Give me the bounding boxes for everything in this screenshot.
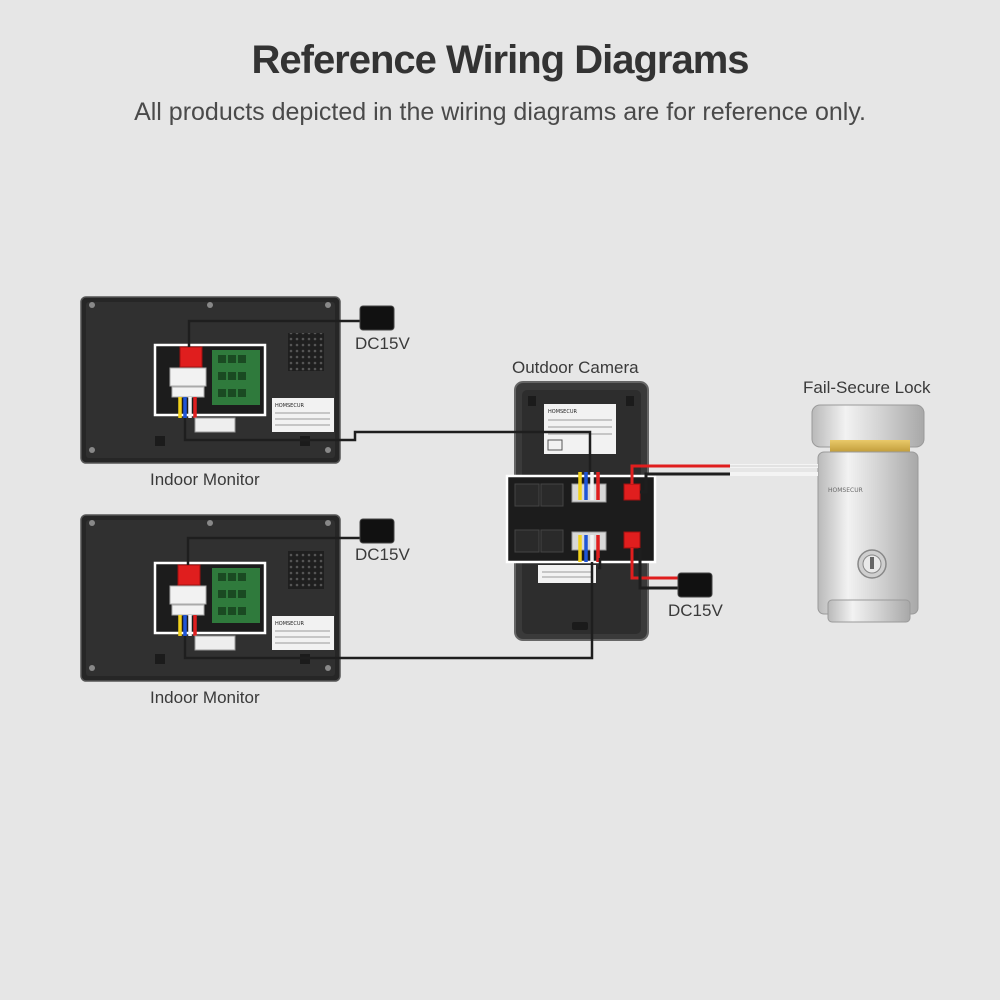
indoor-monitor-2: HOMSECUR [80,514,341,682]
speaker-grille [288,333,324,371]
power-connector [179,346,203,368]
signal-connector [169,367,207,387]
product-sticker [272,616,334,650]
screw-icon [89,302,95,308]
dc-plug-icon [359,518,395,544]
lock-wires [630,464,818,590]
screw-icon [207,302,213,308]
product-sticker [272,398,334,432]
screw-icon [89,520,95,526]
sticker-brand: HOMSECUR [548,409,577,415]
dc-plug-icon [677,572,713,598]
label-outdoor-camera: Outdoor Camera [512,358,639,377]
page-title: Reference Wiring Diagrams [251,38,749,82]
signal-wires [183,319,602,660]
screw-icon [325,520,331,526]
terminal-block-bottom [571,531,607,551]
label-indoor-monitor-1: Indoor Monitor [150,470,260,489]
screw-icon [207,520,213,526]
speaker-grille [288,551,324,589]
product-sticker [544,404,616,454]
screw-icon [325,665,331,671]
screw-icon [325,447,331,453]
dc-label-monitor-1: DC15V [355,334,410,353]
sticker-brand: HOMSECUR [275,621,304,627]
indoor-monitor-1: HOMSECUR [80,296,341,464]
page-subtitle: All products depicted in the wiring diag… [134,98,866,126]
dc-label-monitor-2: DC15V [355,545,410,564]
signal-connector [169,585,207,605]
fail-secure-lock: HOMSECUR [811,404,925,623]
outdoor-camera: HOMSECUR [505,381,657,641]
screw-icon [89,447,95,453]
sticker-brand: HOMSECUR [275,403,304,409]
dc-label-lock: DC15V [668,601,723,620]
power-connector [177,564,201,586]
label-fail-secure-lock: Fail-Secure Lock [803,378,931,397]
lock-brand: HOMSECUR [828,487,863,494]
terminal-block-top [571,483,607,503]
lock-terminal-bottom [623,531,641,549]
lock-terminal-top [623,483,641,501]
dc-plug-icon [359,305,395,331]
product-sticker [538,565,596,583]
screw-icon [89,665,95,671]
label-indoor-monitor-2: Indoor Monitor [150,688,260,707]
screw-icon [325,302,331,308]
